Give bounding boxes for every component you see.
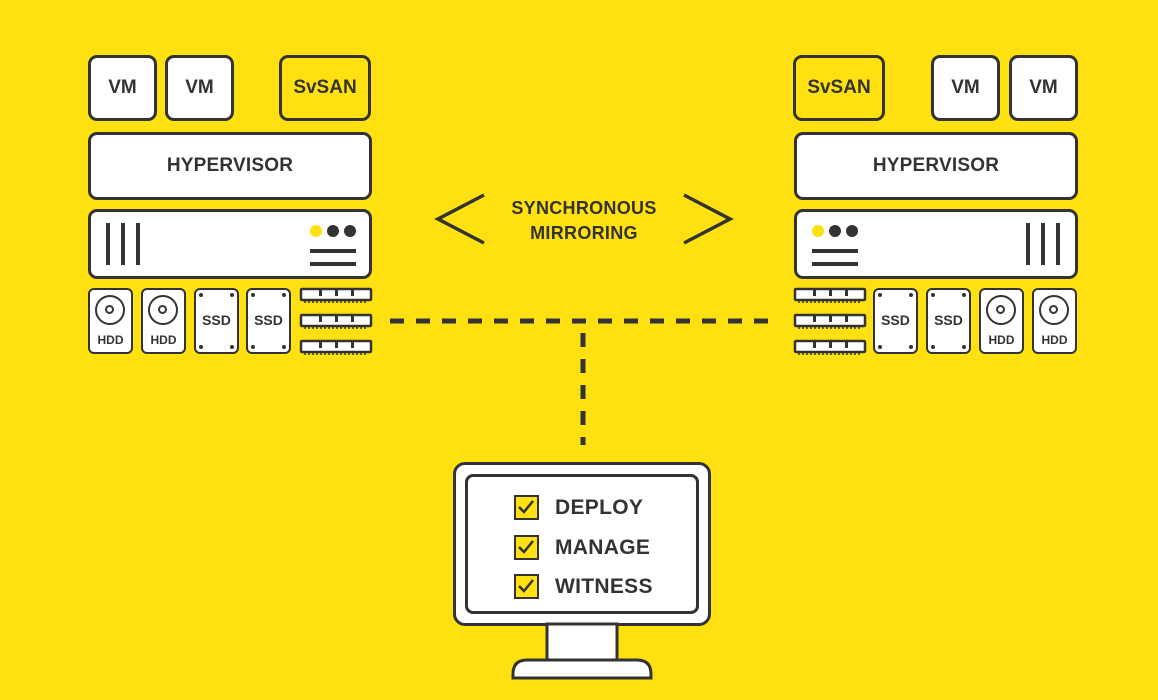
left-chevron-icon	[434, 193, 485, 245]
right-hdd-1: HDD	[979, 288, 1024, 354]
right-ssd-2: SSD	[926, 288, 971, 354]
disk-platter-icon	[148, 295, 178, 325]
right-ram-modules-icon	[793, 287, 867, 355]
disk-platter-icon	[1039, 295, 1069, 325]
monitor-stand-icon	[511, 622, 653, 680]
checklist-item-witness: WITNESS	[514, 574, 653, 599]
right-chevron-icon	[683, 193, 734, 245]
right-vm-1: VM	[931, 55, 1000, 121]
left-ssd-2: SSD	[246, 288, 291, 354]
checkbox-checked-icon	[514, 574, 539, 599]
left-hypervisor: HYPERVISOR	[88, 132, 372, 200]
status-led-yellow-icon	[310, 225, 322, 237]
left-server-chassis	[88, 209, 372, 279]
sync-mirroring-label: SYNCHRONOUS MIRRORING	[511, 198, 657, 243]
left-ssd-1: SSD	[194, 288, 239, 354]
checkbox-checked-icon	[514, 495, 539, 520]
left-svsan: SvSAN	[279, 55, 371, 121]
disk-platter-icon	[95, 295, 125, 325]
checklist-item-manage: MANAGE	[514, 535, 650, 560]
right-svsan: SvSAN	[793, 55, 885, 121]
right-ssd-1: SSD	[873, 288, 918, 354]
monitor-screen: DEPLOY MANAGE WITNESS	[465, 474, 699, 614]
left-hdd-1: HDD	[88, 288, 133, 354]
monitor-frame: DEPLOY MANAGE WITNESS	[453, 462, 711, 626]
left-vm-1: VM	[88, 55, 157, 121]
right-vm-2: VM	[1009, 55, 1078, 121]
right-server-chassis	[794, 209, 1078, 279]
checkbox-checked-icon	[514, 535, 539, 560]
checklist-item-deploy: DEPLOY	[514, 495, 643, 520]
status-led-icon	[344, 225, 356, 237]
status-led-icon	[846, 225, 858, 237]
right-hypervisor: HYPERVISOR	[794, 132, 1078, 200]
left-hdd-2: HDD	[141, 288, 186, 354]
status-led-yellow-icon	[812, 225, 824, 237]
right-hdd-2: HDD	[1032, 288, 1077, 354]
status-led-icon	[829, 225, 841, 237]
status-led-icon	[327, 225, 339, 237]
disk-platter-icon	[986, 295, 1016, 325]
left-vm-2: VM	[165, 55, 234, 121]
left-ram-modules-icon	[299, 287, 373, 355]
